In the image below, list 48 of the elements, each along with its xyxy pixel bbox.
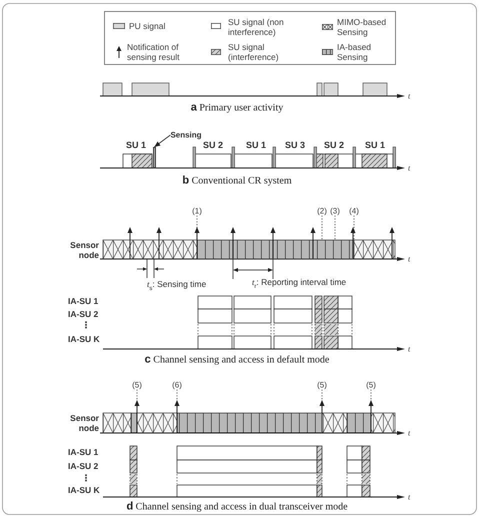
row-label: IA-SU 1 bbox=[68, 448, 98, 458]
callout-number: (4) bbox=[349, 206, 359, 216]
callout-number: (5) bbox=[366, 380, 376, 390]
su-label: SU 1 bbox=[126, 140, 146, 150]
axis-label: t bbox=[408, 428, 410, 438]
row-label: IA-SU K bbox=[68, 486, 100, 496]
vertical-ellipsis: ⋮ bbox=[82, 474, 90, 484]
axis-label: t bbox=[408, 492, 410, 502]
su-label: SU 1 bbox=[365, 140, 385, 150]
legend-label: IA-based Sensing bbox=[337, 42, 372, 62]
su-label: SU 3 bbox=[285, 140, 305, 150]
row-label: IA-SU 2 bbox=[68, 462, 98, 472]
su-label: SU 2 bbox=[324, 140, 344, 150]
axis-label: t bbox=[408, 254, 410, 264]
dimension-label: t$_{s}$: Sensing time bbox=[147, 280, 206, 290]
callout-number: (5) bbox=[132, 380, 142, 390]
panel-caption: c Channel sensing and access in default mode bbox=[144, 354, 330, 366]
legend-label: SU signal (non interference) bbox=[228, 16, 285, 38]
callout-number: (6) bbox=[172, 380, 182, 390]
sensing-bar bbox=[153, 147, 156, 168]
legend-label: PU signal bbox=[129, 20, 166, 32]
su-label: SU 1 bbox=[246, 140, 266, 150]
callout-text: Sensing bbox=[170, 130, 202, 140]
sensor-node-label: Sensor node bbox=[69, 240, 99, 260]
axis-label: t bbox=[408, 91, 410, 101]
row-label: IA-SU 2 bbox=[68, 310, 98, 320]
vertical-ellipsis: ⋮ bbox=[82, 320, 90, 332]
row-label: IA-SU 1 bbox=[68, 297, 98, 307]
callout-number: (2) bbox=[317, 206, 327, 216]
sensor-band bbox=[102, 412, 396, 434]
sensor-band bbox=[102, 240, 396, 260]
callout-number: (1) bbox=[192, 206, 202, 216]
sensor-node-label: Sensor node bbox=[69, 412, 99, 434]
row-label: IA-SU K bbox=[68, 335, 100, 345]
legend-label: SU signal (interference) bbox=[228, 42, 280, 62]
legend-label: Notification of sensing result bbox=[127, 42, 180, 62]
dimension-label: t$_{r}$: Reporting interval time bbox=[252, 278, 346, 288]
su-label: SU 2 bbox=[203, 140, 223, 150]
callout-number: (3) bbox=[330, 206, 340, 216]
legend-label: MIMO-based Sensing bbox=[337, 16, 388, 38]
callout-number: (5) bbox=[317, 380, 327, 390]
panel-caption: d Channel sensing and access in dual transceiver mode bbox=[126, 500, 348, 514]
axis-label: t bbox=[408, 344, 410, 354]
panel-caption: a Primary user activity bbox=[190, 102, 284, 114]
axis-label: t bbox=[408, 163, 410, 173]
leader-line bbox=[334, 215, 336, 240]
leader-line bbox=[154, 134, 171, 148]
panel-caption: b Conventional CR system bbox=[182, 174, 292, 188]
